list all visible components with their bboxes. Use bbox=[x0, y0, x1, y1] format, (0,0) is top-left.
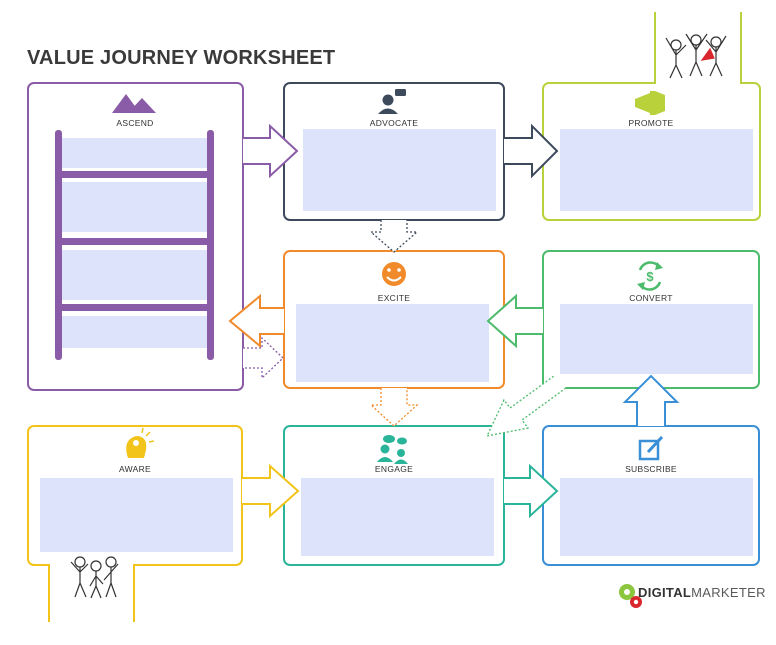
brand-wordmark: DIGITALMARKETER bbox=[638, 585, 766, 600]
arrow-ascend-to-excite-dotted bbox=[243, 336, 284, 380]
lightbulb-head-icon bbox=[126, 427, 155, 458]
advocate-field[interactable] bbox=[303, 129, 496, 211]
speaker-icon bbox=[378, 89, 406, 114]
ladder bbox=[55, 130, 214, 360]
arrow-excite-to-ascend bbox=[228, 293, 284, 349]
digitalmarketer-logo-icon bbox=[619, 584, 642, 608]
stage-label-subscribe: SUBSCRIBE bbox=[625, 464, 677, 474]
stage-label-ascend: ASCEND bbox=[116, 118, 154, 128]
megaphone-icon bbox=[635, 91, 665, 115]
arrow-convert-to-excite bbox=[486, 293, 543, 349]
excite-field[interactable] bbox=[296, 304, 489, 382]
aware-field[interactable] bbox=[40, 478, 233, 552]
stage-label-engage: ENGAGE bbox=[374, 464, 414, 474]
stage-label-aware: AWARE bbox=[118, 464, 152, 474]
dollar-cycle-icon: $ bbox=[637, 261, 663, 291]
arrow-advocate-to-promote bbox=[504, 123, 559, 179]
svg-text:$: $ bbox=[646, 269, 654, 284]
brand-rest: MARKETER bbox=[691, 585, 766, 600]
edit-form-icon bbox=[638, 435, 664, 461]
arrow-convert-to-engage-dotted bbox=[485, 375, 567, 437]
confused-people-icon bbox=[70, 556, 119, 599]
stage-label-promote: PROMOTE bbox=[628, 118, 674, 128]
arrow-subscribe-to-convert bbox=[622, 374, 680, 426]
mountain-icon bbox=[112, 94, 156, 113]
engage-field[interactable] bbox=[301, 478, 494, 556]
stage-label-advocate: ADVOCATE bbox=[369, 118, 419, 128]
subscribe-field[interactable] bbox=[560, 478, 753, 556]
convert-field[interactable] bbox=[560, 304, 753, 374]
page-title: VALUE JOURNEY WORKSHEET bbox=[27, 47, 336, 69]
arrow-aware-to-engage bbox=[242, 463, 300, 519]
stage-label-convert: CONVERT bbox=[629, 293, 673, 303]
arrow-ascend-to-advocate bbox=[243, 123, 299, 179]
celebrating-people-icon bbox=[665, 33, 727, 79]
conversation-icon bbox=[377, 435, 408, 464]
arrow-advocate-to-excite bbox=[369, 220, 419, 253]
smiley-icon bbox=[382, 262, 406, 286]
stage-label-excite: EXCITE bbox=[377, 293, 411, 303]
arrow-excite-to-engage bbox=[369, 388, 419, 427]
arrow-engage-to-subscribe bbox=[504, 463, 559, 519]
brand-bold: DIGITAL bbox=[638, 585, 692, 600]
promote-field[interactable] bbox=[560, 129, 753, 211]
